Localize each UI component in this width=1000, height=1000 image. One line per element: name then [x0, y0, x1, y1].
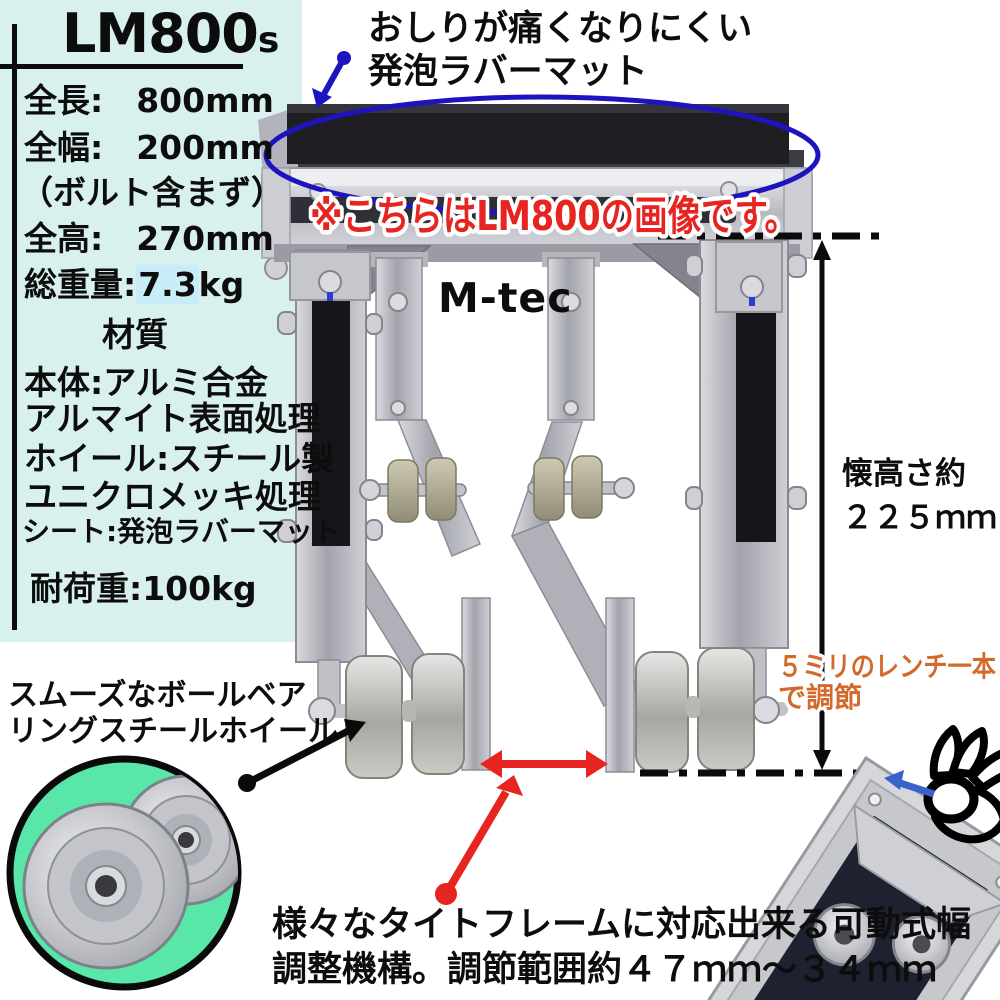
clearance-measure-arrow-icon — [813, 240, 831, 770]
clearance-line1: 懐高さ約 — [842, 456, 966, 492]
spec-width: 全幅: 200mm — [24, 128, 274, 167]
wheel-closeup-circle — [6, 755, 242, 991]
spec-material-heading: 材質 — [102, 315, 168, 354]
spec-material-plating: ユニクロメッキ処理 — [24, 477, 321, 516]
spec-material-wheel: ホイール:スチール製 — [24, 439, 335, 478]
spec-weight-unit: kg — [198, 265, 245, 304]
panel-vertical-rule — [12, 24, 17, 630]
width-gap-arrow-icon — [480, 750, 608, 778]
spec-height: 全高: 270mm — [24, 219, 274, 258]
wrench-note-line1: ５ミリのレンチ一本 — [778, 650, 996, 683]
left-upright — [375, 257, 423, 421]
spec-weight: 総重量:7.3kg — [24, 258, 244, 306]
foam-mat — [287, 104, 789, 164]
model-title: LM800s — [62, 2, 279, 65]
mini-product-photo — [684, 755, 1000, 1000]
bottom-wheels — [308, 647, 788, 779]
closeup-front-wheel — [22, 802, 190, 970]
wheel-leader-arrow-icon — [238, 719, 366, 792]
spec-length: 全長: 800mm — [24, 81, 274, 120]
spec-weight-label: 総重量: — [24, 265, 137, 304]
seat-note-line2: 発泡ラバーマット — [368, 52, 648, 92]
brand-watermark: M-tec — [438, 274, 573, 322]
panel-horizontal-rule — [0, 64, 243, 69]
left-column — [277, 249, 383, 717]
width-pointer-arrow-icon — [435, 775, 523, 905]
clearance-line2: ２２５ｍｍ — [842, 500, 997, 536]
adjustment-note-line1: 様々なタイトフレームに対応出来る可動式幅 — [272, 905, 971, 945]
wheel-note: スムーズなボールベア リングスチールホイール — [8, 678, 338, 750]
spec-weight-value: 7.3 — [136, 265, 199, 304]
spec-panel — [0, 0, 302, 642]
left-pad — [312, 300, 350, 546]
right-pad — [736, 292, 776, 542]
seat-note: おしりが痛くなりにくい 発泡ラバーマット — [368, 8, 752, 94]
spec-material-seat: シート:発泡ラバーマット — [22, 515, 341, 548]
machine-front-view — [258, 104, 813, 779]
wrench-note-line2: で調節 — [778, 681, 862, 714]
spec-width-note: （ボルト含まず） — [20, 173, 284, 212]
model-suffix: s — [257, 20, 280, 61]
model-name: LM800 — [62, 2, 259, 65]
wheel-note-line1: スムーズなボールベア — [8, 678, 307, 713]
middle-rollers — [359, 455, 635, 523]
adjustment-note-line2: 調整機構。調節範囲約４７ｍｍ～３４ｍｍ — [272, 950, 938, 990]
spec-material-surface: アルマイト表面処理 — [24, 399, 321, 438]
right-column — [685, 239, 807, 711]
right-leg — [510, 421, 640, 773]
clearance-note: 懐高さ約 ２２５ｍｍ — [842, 452, 997, 540]
hand-pointer-arrow-icon — [884, 770, 936, 798]
model-note-text: ※こちらはLM800の画像です。 — [310, 192, 798, 240]
wheel-note-line2: リングスチールホイール — [8, 714, 338, 749]
seat-callout-arrow-icon — [312, 51, 351, 108]
ok-hand-icon — [923, 725, 1000, 844]
seat-note-line1: おしりが痛くなりにくい — [368, 9, 753, 49]
spec-load: 耐荷重:100kg — [30, 569, 257, 608]
adjustment-note: 様々なタイトフレームに対応出来る可動式幅 調整機構。調節範囲約４７ｍｍ～３４ｍｍ — [272, 903, 971, 993]
right-upright — [547, 257, 595, 421]
seat-highlight-ellipse — [263, 94, 821, 216]
spec-material-body: 本体:アルミ合金 — [24, 363, 268, 402]
